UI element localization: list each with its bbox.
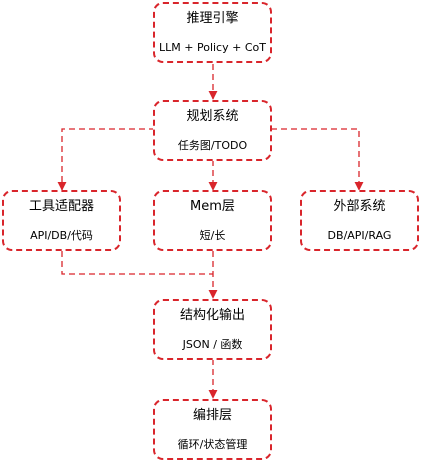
- node-orchestration-layer[interactable]: 编排层 循环/状态管理: [153, 399, 272, 460]
- node-memory-subtitle: 短/长: [199, 229, 226, 242]
- node-tools-title: 工具适配器: [28, 199, 94, 214]
- node-external-subtitle: DB/API/RAG: [327, 229, 392, 242]
- node-inference-subtitle: LLM + Policy + CoT: [159, 41, 266, 54]
- node-output-title: 结构化输出: [179, 308, 245, 323]
- node-external-title: 外部系统: [333, 199, 386, 214]
- node-orchestration-subtitle: 循环/状态管理: [177, 438, 248, 451]
- node-inference-title: 推理引擎: [186, 11, 239, 26]
- edge-planning-to-external: [271, 128, 364, 191]
- node-planning-title: 规划系统: [186, 109, 239, 124]
- node-external-system[interactable]: 外部系统 DB/API/RAG: [300, 190, 419, 251]
- node-planning-subtitle: 任务图/TODO: [177, 139, 248, 152]
- node-orchestration-title: 编排层: [192, 408, 232, 423]
- node-memory-title: Mem层: [190, 199, 235, 214]
- edge-tools-to-output: [61, 251, 213, 275]
- edge-planning-to-tools: [57, 128, 155, 191]
- node-memory-layer[interactable]: Mem层 短/长: [153, 190, 272, 251]
- node-structured-output[interactable]: 结构化输出 JSON / 函数: [153, 299, 272, 360]
- node-output-subtitle: JSON / 函数: [182, 338, 243, 351]
- node-tools-subtitle: API/DB/代码: [30, 229, 93, 242]
- node-tool-adapter[interactable]: 工具适配器 API/DB/代码: [2, 190, 121, 251]
- node-inference-engine[interactable]: 推理引擎 LLM + Policy + CoT: [153, 2, 272, 63]
- node-planning-system[interactable]: 规划系统 任务图/TODO: [153, 100, 272, 161]
